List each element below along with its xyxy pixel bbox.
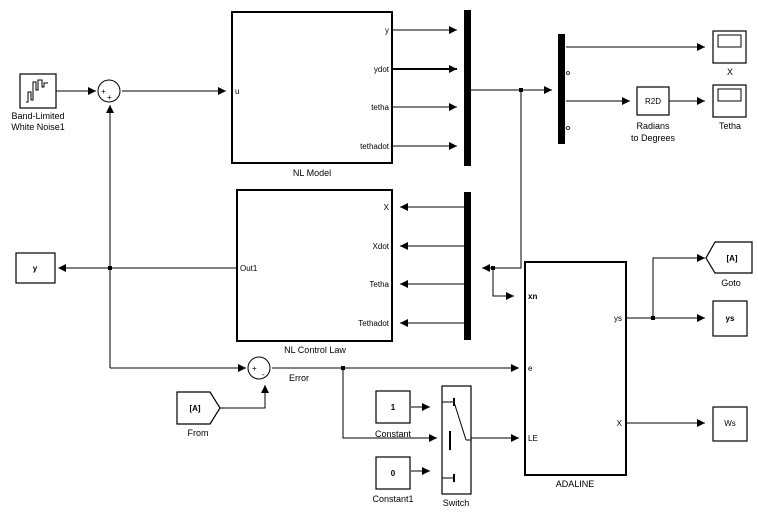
- demux-bar[interactable]: [558, 34, 570, 144]
- adaline-port-e: e: [528, 364, 533, 373]
- ys-output-block[interactable]: ys: [712, 300, 748, 337]
- scope-tetha-block[interactable]: Tetha: [712, 84, 747, 131]
- from-label: From: [188, 428, 209, 438]
- radians-to-degrees-block[interactable]: R2D Radians to Degrees: [631, 86, 676, 143]
- nl-control-label: NL Control Law: [284, 345, 346, 355]
- constant-block[interactable]: 1 Constant: [375, 390, 412, 439]
- nl-model-label: NL Model: [293, 168, 331, 178]
- y-output-text: y: [33, 264, 38, 273]
- goto-block[interactable]: [A] Goto: [705, 241, 753, 288]
- nl-model-block[interactable]: u y ydot tetha tethadot NL Model: [231, 11, 393, 178]
- from-text: [A]: [189, 404, 200, 413]
- goto-label: Goto: [721, 278, 741, 288]
- nl-control-port-out1: Out1: [240, 264, 258, 273]
- demux2-bar[interactable]: [464, 192, 471, 340]
- nl-model-port-u: u: [235, 87, 239, 96]
- nl-control-port-tetha: Tetha: [369, 280, 389, 289]
- ws-output-text: Ws: [724, 419, 736, 428]
- r2d-label-1: Radians: [636, 121, 670, 131]
- sum1-sign-left: +: [101, 87, 106, 96]
- sum2-error-label: Error: [289, 373, 309, 383]
- band-limited-white-noise-block[interactable]: Band-Limited White Noise1: [11, 73, 65, 132]
- adaline-block[interactable]: xn e LE ys X ADALINE: [524, 261, 627, 489]
- nl-model-port-ydot: ydot: [374, 65, 390, 74]
- nl-control-port-xdot: Xdot: [373, 242, 390, 251]
- adaline-port-x: X: [617, 419, 623, 428]
- adaline-label: ADALINE: [556, 479, 595, 489]
- switch-block[interactable]: Switch: [441, 385, 472, 508]
- constant1-label: Constant1: [372, 494, 413, 504]
- sum2-sign-left: +: [252, 364, 257, 373]
- switch-icon: [442, 398, 471, 482]
- ws-output-block[interactable]: Ws: [712, 406, 748, 442]
- sum2-sign-bottom: -: [262, 370, 265, 379]
- constant-value: 1: [391, 403, 396, 412]
- constant-label: Constant: [375, 429, 412, 439]
- scope-x-label: X: [727, 67, 733, 77]
- r2d-text: R2D: [645, 97, 661, 106]
- goto-text: [A]: [726, 254, 737, 263]
- mux-bar[interactable]: [464, 10, 471, 166]
- scope-x-block[interactable]: X: [712, 30, 747, 77]
- r2d-label-2: to Degrees: [631, 133, 676, 143]
- nl-control-law-block[interactable]: Out1 X Xdot Tetha Tethadot NL Control La…: [236, 189, 393, 355]
- sum-block-2[interactable]: + - Error: [247, 356, 309, 383]
- from-block[interactable]: [A] From: [176, 391, 221, 438]
- nl-model-port-tethadot: tethadot: [360, 142, 390, 151]
- switch-label: Switch: [443, 498, 470, 508]
- wire-mux-to-demux2[interactable]: [482, 90, 522, 269]
- adaline-port-xn: xn: [528, 292, 537, 301]
- wire-ys-to-goto[interactable]: [652, 257, 705, 318]
- noise-label-2: White Noise1: [11, 122, 65, 132]
- arrowheads: [58, 26, 705, 475]
- junctions: [108, 88, 655, 370]
- wire-error-to-switch[interactable]: [342, 368, 437, 439]
- constant1-block[interactable]: 0 Constant1: [372, 456, 414, 504]
- sum-block-1[interactable]: + +: [97, 79, 121, 103]
- ys-output-text: ys: [726, 314, 735, 323]
- adaline-port-le: LE: [528, 434, 538, 443]
- noise-waveform-icon: [26, 79, 48, 103]
- nl-control-port-tethadot: Tethadot: [358, 319, 389, 328]
- constant1-value: 0: [391, 469, 396, 478]
- nl-model-port-y: y: [385, 26, 389, 35]
- scope-screen-icon: [717, 34, 742, 48]
- scope-screen-icon: [717, 88, 742, 102]
- noise-label-1: Band-Limited: [11, 111, 64, 121]
- y-output-block[interactable]: y: [15, 252, 56, 284]
- scope-tetha-label: Tetha: [719, 121, 741, 131]
- adaline-port-ys: ys: [614, 314, 622, 323]
- wire-from-to-sum2[interactable]: [220, 385, 266, 409]
- nl-control-port-x: X: [384, 203, 390, 212]
- wire-to-adaline-xn[interactable]: [492, 268, 514, 297]
- sum1-sign-bottom: +: [107, 93, 112, 102]
- nl-model-port-tetha: tetha: [371, 103, 389, 112]
